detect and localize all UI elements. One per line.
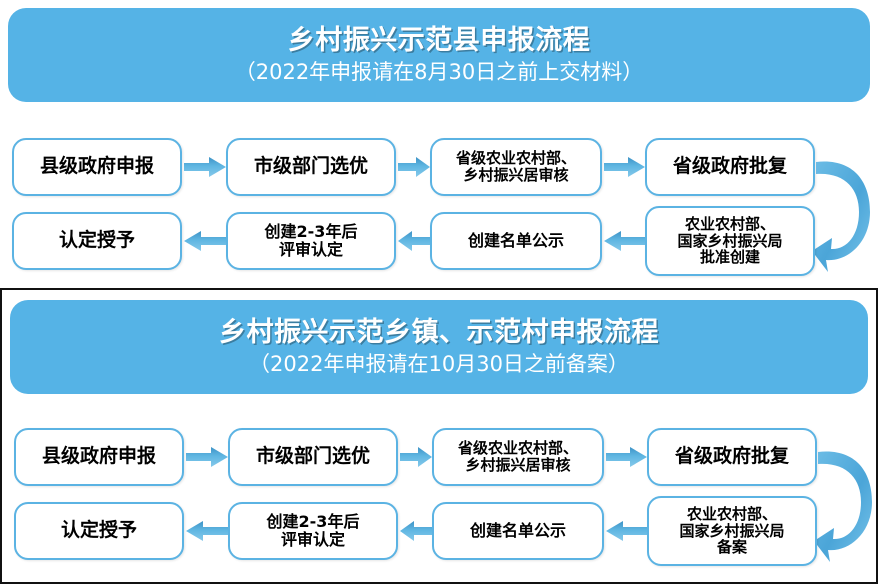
node-city-department-selection-1[interactable]: 市级部门选优 <box>226 138 396 196</box>
curved-connector-2 <box>814 440 878 570</box>
node-ministry-record-filing-2[interactable]: 农业农村部、 国家乡村振兴局 备案 <box>647 496 817 566</box>
arrow-left-2-1 <box>186 520 228 542</box>
node-review-after-2-3-years-1[interactable]: 创建2-3年后 评审认定 <box>226 212 396 270</box>
node-review-after-2-3-years-2[interactable]: 创建2-3年后 评审认定 <box>228 502 398 560</box>
node-provincial-government-approval-2[interactable]: 省级政府批复 <box>647 428 817 486</box>
node-certification-award-2[interactable]: 认定授予 <box>14 502 184 560</box>
node-provincial-government-approval-1[interactable]: 省级政府批复 <box>645 138 815 196</box>
arrow-left-1-2 <box>398 230 430 252</box>
arrow-left-1-1 <box>184 230 226 252</box>
node-provincial-agriculture-review-1[interactable]: 省级农业农村部、 乡村振兴居审核 <box>430 138 602 196</box>
arrow-right-1-1 <box>184 156 226 178</box>
node-county-government-application-1[interactable]: 县级政府申报 <box>12 138 182 196</box>
arrow-right-2-3 <box>606 446 647 468</box>
arrow-left-2-2 <box>400 520 432 542</box>
arrow-right-2-2 <box>400 446 432 468</box>
section-1-banner-title: 乡村振兴示范县申报流程 <box>287 24 591 56</box>
node-city-department-selection-2[interactable]: 市级部门选优 <box>228 428 398 486</box>
arrow-left-1-3 <box>604 230 645 252</box>
section-2-banner: 乡村振兴示范乡镇、示范村申报流程 （2022年申报请在10月30日之前备案） <box>10 300 868 394</box>
section-demonstration-town-village: 乡村振兴示范乡镇、示范村申报流程 （2022年申报请在10月30日之前备案） 县… <box>0 288 878 584</box>
arrow-left-2-3 <box>606 520 647 542</box>
node-creation-list-publicity-1[interactable]: 创建名单公示 <box>430 212 602 270</box>
node-ministry-approval-creation-1[interactable]: 农业农村部、 国家乡村振兴局 批准创建 <box>645 206 815 276</box>
section-2-banner-title: 乡村振兴示范乡镇、示范村申报流程 <box>219 316 659 348</box>
section-1-banner-subtitle: （2022年申报请在8月30日之前上交材料） <box>234 59 644 84</box>
section-demonstration-county: 乡村振兴示范县申报流程 （2022年申报请在8月30日之前上交材料） 县级政府申… <box>0 0 878 288</box>
section-1-banner: 乡村振兴示范县申报流程 （2022年申报请在8月30日之前上交材料） <box>8 8 870 102</box>
section-2-banner-subtitle: （2022年申报请在10月30日之前备案） <box>249 351 629 376</box>
node-creation-list-publicity-2[interactable]: 创建名单公示 <box>432 502 604 560</box>
node-provincial-agriculture-review-2[interactable]: 省级农业农村部、 乡村振兴居审核 <box>432 428 604 486</box>
arrow-right-1-3 <box>604 156 645 178</box>
arrow-right-1-2 <box>398 156 430 178</box>
arrow-right-2-1 <box>186 446 228 468</box>
curved-connector-1 <box>812 150 878 280</box>
node-certification-award-1[interactable]: 认定授予 <box>12 212 182 270</box>
node-county-government-application-2[interactable]: 县级政府申报 <box>14 428 184 486</box>
